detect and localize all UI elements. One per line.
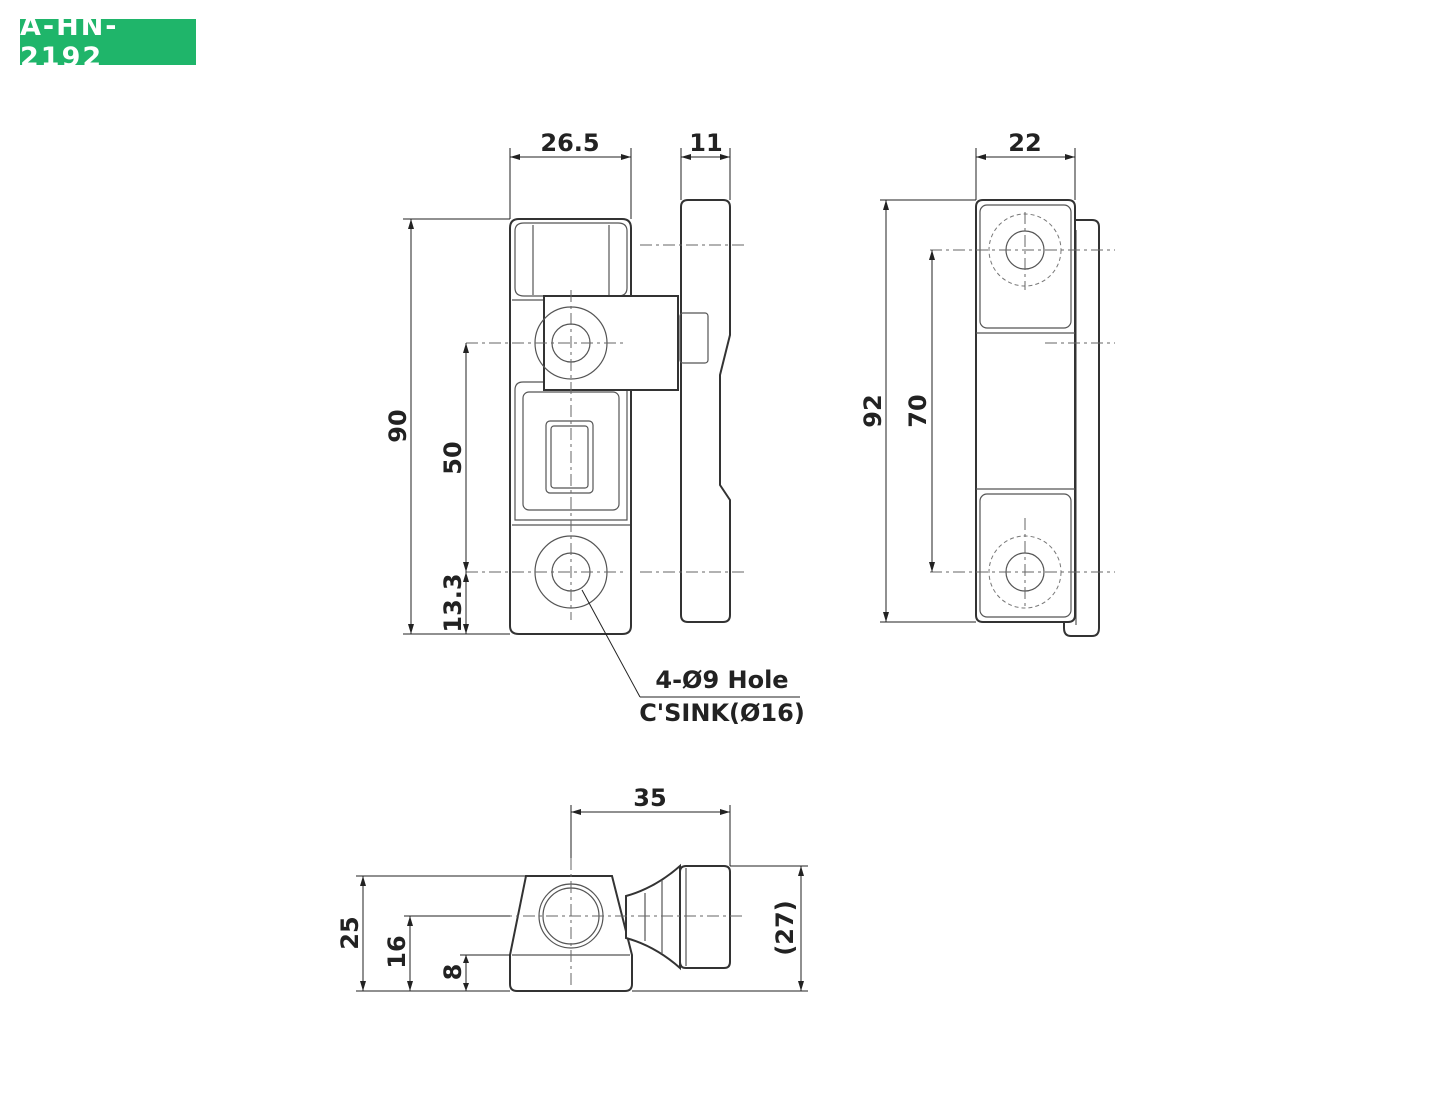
front-dimensions [403, 148, 800, 698]
side-dimensions [880, 148, 1076, 623]
dim-bottom-height: 25 [336, 916, 364, 949]
dim-bottom-mid: 16 [383, 935, 411, 968]
bottom-view [500, 858, 745, 992]
hole-note-line1: 4-Ø9 Hole [655, 666, 788, 694]
dim-front-width: 26.5 [540, 129, 599, 157]
dim-side-width: 22 [1008, 129, 1041, 157]
hole-note-line2: C'SINK(Ø16) [639, 699, 805, 727]
bottom-dimensions [356, 805, 808, 992]
dim-bottom-span: 35 [633, 784, 666, 812]
dim-hole-spacing: 50 [439, 441, 467, 474]
dim-bar-width: 11 [689, 129, 722, 157]
dim-front-height: 90 [384, 409, 412, 442]
dim-hole-offset: 13.3 [439, 573, 467, 632]
dim-bottom-ref: (27) [771, 900, 799, 955]
dim-side-hole-spacing: 70 [904, 394, 932, 427]
side-view [930, 199, 1115, 637]
front-view [466, 199, 745, 635]
dim-bottom-low: 8 [439, 964, 467, 981]
dim-side-height: 92 [859, 394, 887, 427]
